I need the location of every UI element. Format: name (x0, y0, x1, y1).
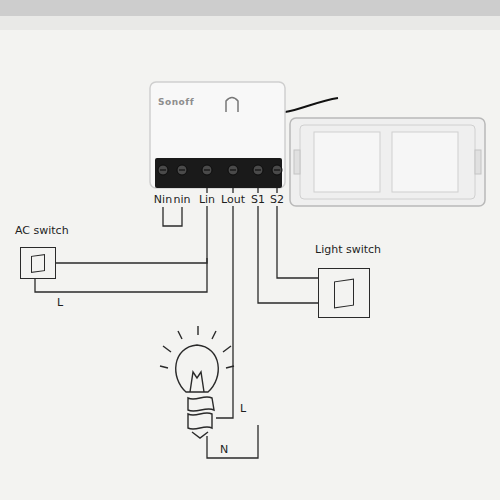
wire-connector (258, 188, 318, 303)
light-bulb (190, 372, 204, 392)
sonoff-device: Sonoff (150, 82, 285, 188)
device-body (150, 82, 285, 188)
cover-plate (314, 132, 380, 192)
terminal-screw (255, 169, 261, 170)
terminal-screw (202, 165, 212, 175)
wire-label: N (219, 443, 229, 456)
light-bulb (188, 397, 214, 411)
terminal-block (155, 158, 282, 188)
terminal-screw (253, 165, 263, 175)
cover-plate (294, 150, 300, 174)
switch-label: Light switch (315, 243, 381, 256)
wire (207, 425, 258, 458)
device-cable (285, 98, 338, 112)
wire-label: L (239, 402, 247, 415)
terminal-label: S2 (269, 193, 285, 206)
terminal-screw (160, 169, 166, 170)
switch-label: AC switch (15, 224, 69, 237)
terminal-screw (274, 169, 280, 170)
terminal-block (155, 158, 282, 188)
device-cable (285, 98, 338, 112)
terminal-screw (179, 169, 185, 170)
terminal-label: S1 (250, 193, 266, 206)
switch-rocker (31, 254, 45, 273)
terminal-screw (177, 165, 187, 175)
terminal-screw (204, 169, 210, 170)
terminal-label: Lout (220, 193, 246, 206)
paper (0, 30, 500, 500)
terminal-label: Nin (153, 193, 173, 206)
light-bulb (192, 432, 208, 438)
cover-plate (475, 150, 481, 174)
light-bulb (160, 326, 234, 368)
wire-connector (56, 188, 207, 263)
light-bulb (188, 413, 212, 429)
terminal-screw (228, 165, 238, 175)
terminal-label: Lin (198, 193, 216, 206)
device-body (226, 98, 238, 113)
light-switch: Light switch (318, 268, 370, 318)
terminal-screw (158, 165, 282, 175)
paper (0, 16, 500, 500)
cover-plate (290, 118, 485, 206)
cover-plate (300, 125, 475, 199)
cover-plate (392, 132, 458, 192)
light-bulb (176, 345, 219, 392)
terminal-screw (230, 169, 236, 170)
switch-rocker (334, 278, 354, 308)
device-body (150, 82, 285, 188)
brand-logo: Sonoff (158, 96, 277, 109)
terminal-label: nin (173, 193, 192, 206)
wire-label: L (56, 296, 64, 309)
cover-plate (290, 118, 485, 206)
light-bulb (160, 326, 234, 438)
terminal-screw (272, 165, 282, 175)
wire (216, 188, 233, 418)
wire (163, 207, 182, 226)
terminal-screw (158, 165, 168, 175)
ac-switch: AC switch (20, 247, 56, 279)
